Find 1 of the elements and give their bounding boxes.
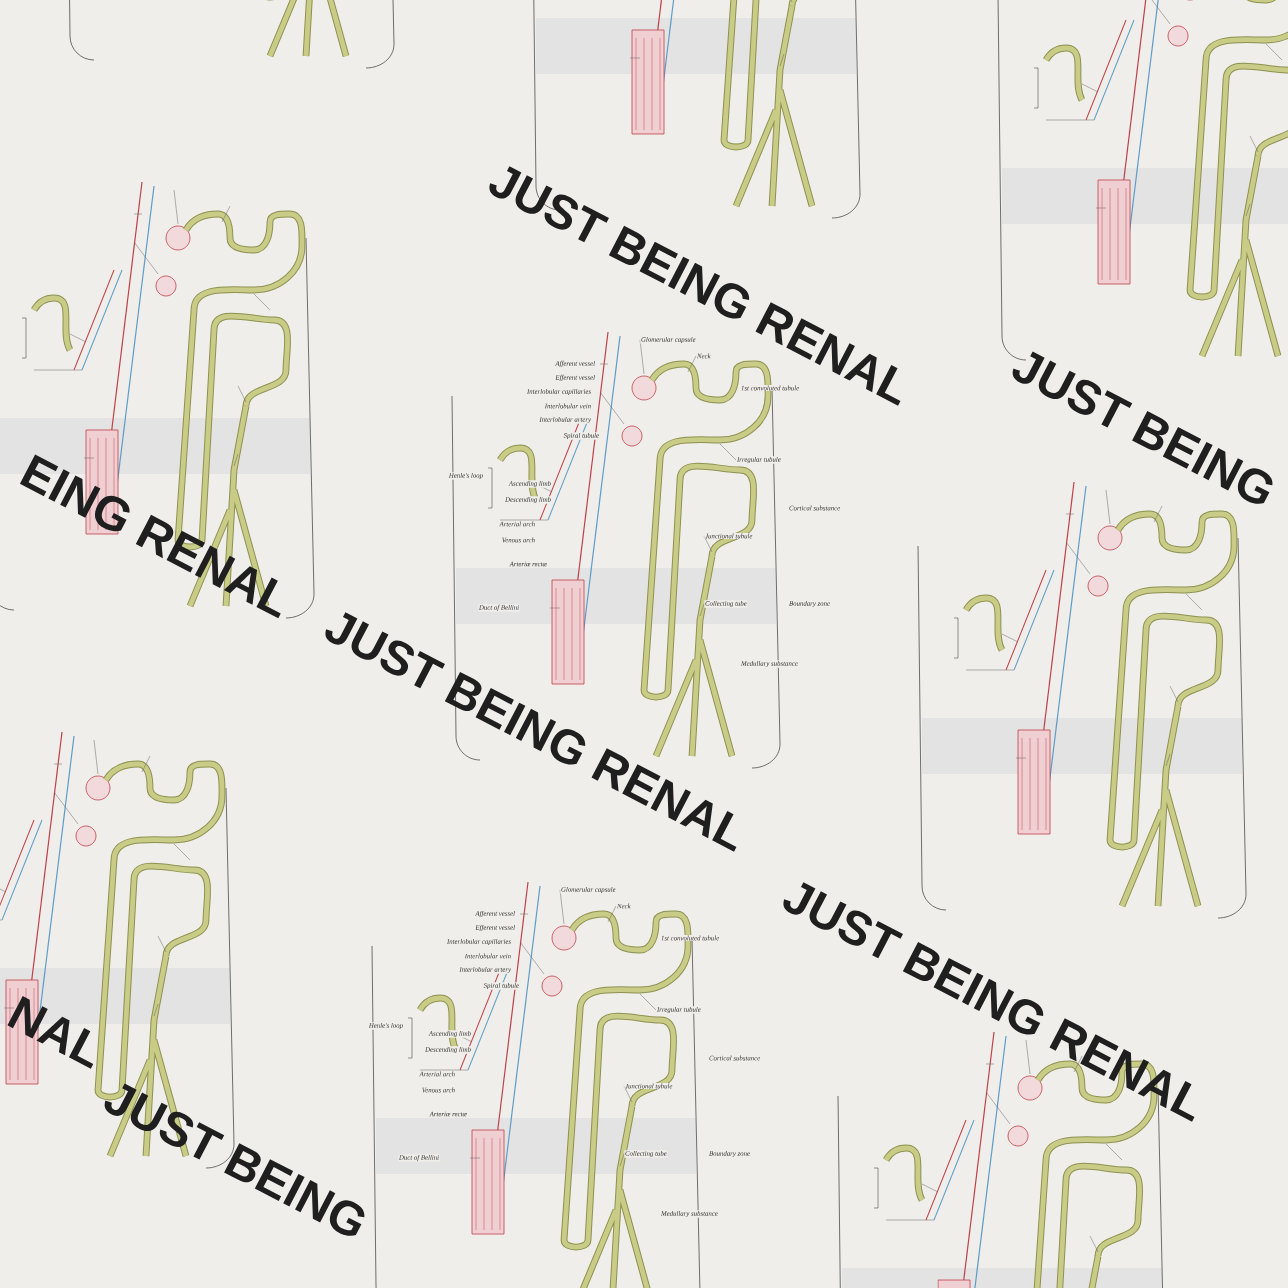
slogan-text: NAL <box>7 996 94 1069</box>
